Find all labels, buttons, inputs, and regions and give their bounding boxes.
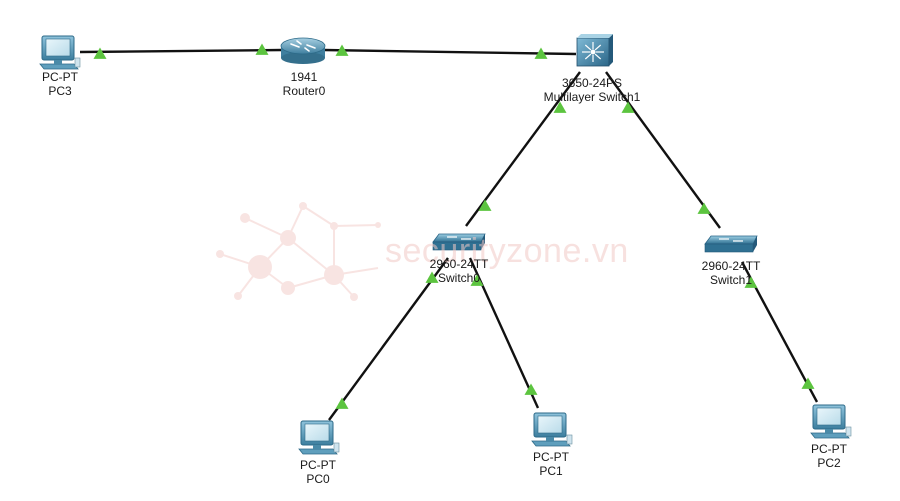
pc3-model: PC-PT — [42, 70, 78, 84]
mlswitch1-name: Multilayer Switch1 — [543, 90, 641, 104]
router0-router-icon[interactable] — [280, 37, 326, 64]
link-up-indicator — [93, 47, 107, 59]
switch1-switch-icon[interactable] — [704, 235, 758, 253]
pc3-label: PC-PT PC3 — [42, 70, 78, 98]
link-router0-mlswitch1[interactable] — [323, 48, 577, 56]
pc2-pc-icon[interactable] — [810, 404, 852, 439]
link-mlswitch1-switch1[interactable] — [605, 71, 721, 229]
link-up-indicator — [335, 44, 349, 56]
switch1-model: 2960-24TT — [701, 259, 761, 273]
pc2-model: PC-PT — [811, 442, 847, 456]
switch0-name: Switch0 — [437, 271, 481, 285]
mlswitch1-label: 3650-24PS Multilayer Switch1 — [544, 76, 641, 104]
router0-name: Router0 — [282, 84, 326, 98]
watermark-text: securityzone.vn — [385, 232, 629, 270]
watermark-graphic — [216, 202, 381, 301]
link-up-indicator — [801, 377, 815, 389]
pc1-label: PC-PT PC1 — [533, 450, 569, 478]
pc0-pc-icon[interactable] — [298, 420, 340, 455]
link-up-indicator — [255, 43, 269, 55]
switch1-label: 2960-24TT Switch1 — [702, 259, 761, 287]
pc3-pc-icon[interactable] — [39, 35, 81, 70]
switch0-model: 2960-24TT — [429, 257, 489, 271]
link-up-indicator — [744, 276, 758, 288]
link-up-indicator — [335, 397, 349, 409]
pc1-pc-icon[interactable] — [531, 412, 573, 447]
pc0-name: PC0 — [306, 472, 330, 486]
link-up-indicator — [524, 383, 538, 395]
link-up-indicator — [697, 202, 711, 214]
link-up-indicator — [470, 274, 484, 286]
pc2-name: PC2 — [817, 456, 841, 470]
mlswitch1-model: 3650-24PS — [561, 76, 623, 90]
link-indicators-layer — [93, 43, 815, 409]
pc0-model: PC-PT — [300, 458, 336, 472]
mlswitch1-multilayer-switch-icon[interactable] — [576, 34, 613, 67]
switch1-name: Switch1 — [709, 273, 753, 287]
router0-label: 1941 Router0 — [283, 70, 326, 98]
switch0-label: 2960-24TT Switch0 — [430, 257, 489, 285]
link-up-indicator — [553, 101, 567, 113]
link-up-indicator — [425, 271, 439, 283]
link-up-indicator — [621, 101, 635, 113]
devices-layer — [39, 34, 852, 455]
pc3-name: PC3 — [48, 84, 72, 98]
link-up-indicator — [478, 199, 492, 211]
pc1-model: PC-PT — [533, 450, 569, 464]
link-switch0-pc0[interactable] — [328, 257, 449, 421]
pc0-label: PC-PT PC0 — [300, 458, 336, 486]
switch0-switch-icon[interactable] — [432, 233, 486, 251]
router0-model: 1941 — [290, 70, 318, 84]
pc1-name: PC1 — [539, 464, 563, 478]
link-pc3-router0[interactable] — [79, 48, 283, 54]
link-up-indicator — [534, 47, 548, 59]
pc2-label: PC-PT PC2 — [811, 442, 847, 470]
